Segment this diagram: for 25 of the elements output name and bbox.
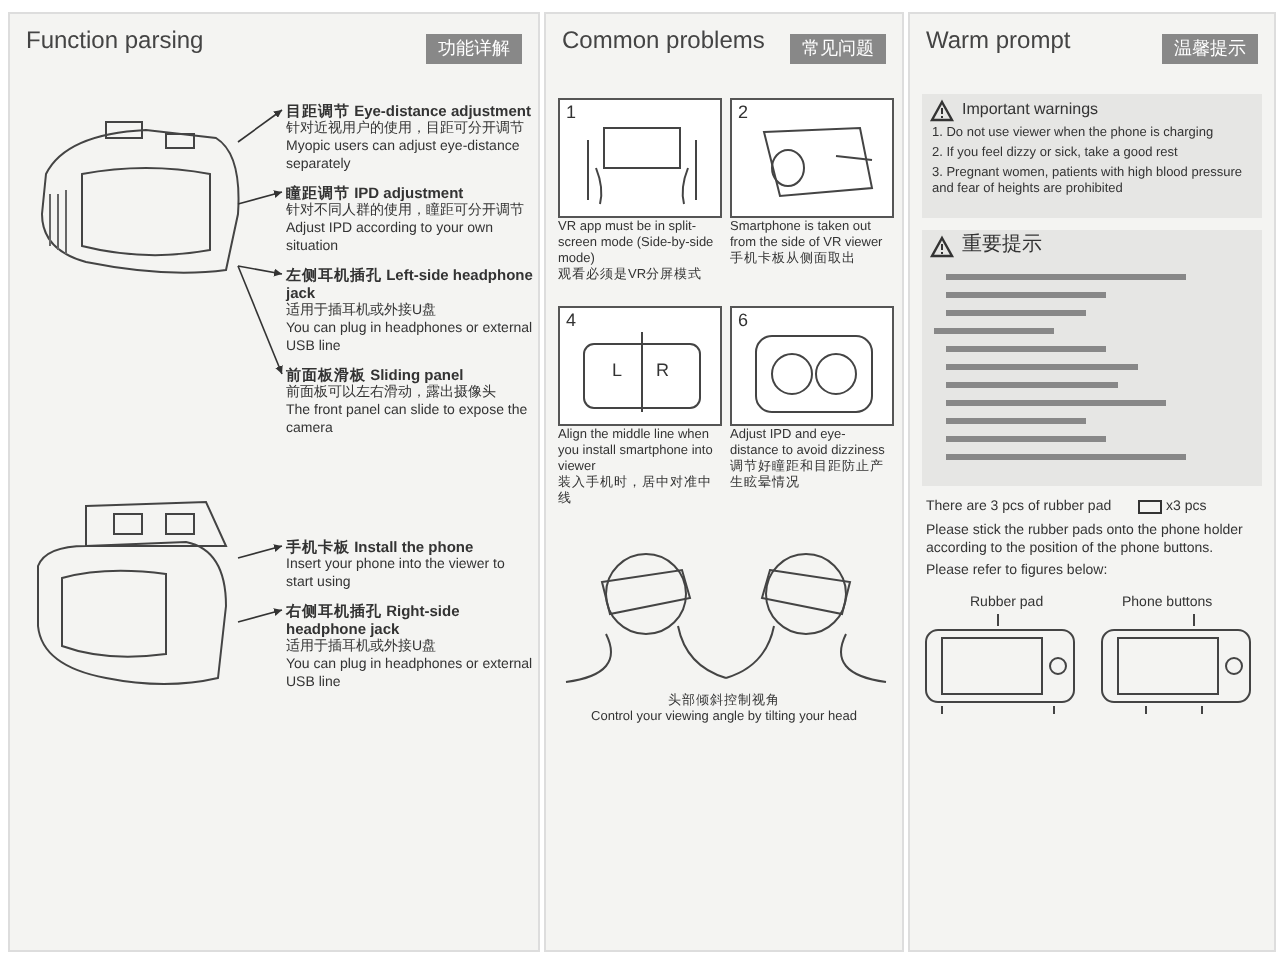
step-number: 4 [566,310,577,330]
manual-page-panel [908,12,1276,952]
section-heading: Common problems [562,26,765,54]
manual-page-panel [544,12,904,952]
notice-box [922,230,1262,486]
notice-heading: 重要提示 [962,236,1044,254]
leader-line [237,190,283,205]
leader-line [237,265,283,277]
leader-line [237,608,283,623]
leader-line [237,265,283,375]
notice-box [922,94,1262,218]
step-number: 2 [738,102,749,122]
section-tag: 功能详解 [426,34,522,64]
manual-page-panel [8,12,540,952]
step-number: 6 [738,310,749,330]
section-tag: 温馨提示 [1162,34,1258,64]
leader-line [237,544,283,559]
leader-line [237,109,283,143]
section-heading: Warm prompt [926,26,1071,54]
section-heading: Function parsing [26,26,204,54]
section-tag: 常见问题 [790,34,886,64]
lens-letter: L [612,360,623,380]
lens-letter: R [656,360,669,380]
step-number: 1 [566,102,577,122]
notice-heading: Important warnings [962,100,1101,118]
